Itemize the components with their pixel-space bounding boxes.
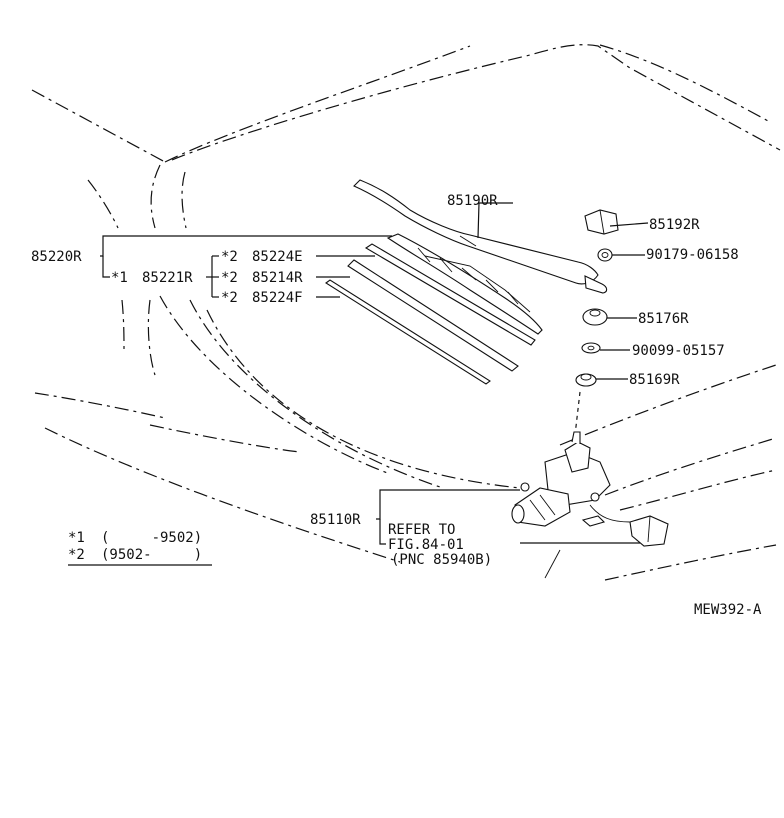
label-85190R: 85190R xyxy=(447,193,498,209)
refer-line-3: (PNC 85940B) xyxy=(391,552,492,568)
label-90099-05157: 90099-05157 xyxy=(632,343,725,359)
label-85224F: 85224F xyxy=(252,290,303,306)
label-85224E: 85224E xyxy=(252,249,303,265)
refer-line-2: FIG.84-01 xyxy=(388,537,464,553)
wiper-arm-part xyxy=(353,179,608,294)
label-85169R: 85169R xyxy=(629,372,680,388)
bushing-part xyxy=(582,308,608,326)
label-85221R: 85221R xyxy=(142,270,193,286)
washer-part xyxy=(581,342,601,354)
label-85176R: 85176R xyxy=(638,311,689,327)
label-85220R: 85220R xyxy=(31,249,82,265)
label-85110R: 85110R xyxy=(310,512,361,528)
mark-star2-b: *2 xyxy=(221,270,238,286)
label-90179-06158: 90179-06158 xyxy=(646,247,739,263)
mark-star1: *1 xyxy=(111,270,128,286)
wiper-blade-part xyxy=(386,233,543,335)
legend-range-2: (9502- ) xyxy=(101,547,202,563)
legend: *1 ( -9502) *2 (9502- ) xyxy=(68,530,212,566)
cap-part xyxy=(584,209,619,235)
wiper-motor-part xyxy=(511,431,669,547)
drawing-code: MEW392-A xyxy=(694,602,762,618)
label-85214R: 85214R xyxy=(252,270,303,286)
mark-star2-a: *2 xyxy=(221,249,238,265)
mark-star2-c: *2 xyxy=(221,290,238,306)
legend-range-1: ( -9502) xyxy=(101,530,202,546)
legend-mark-2: *2 xyxy=(68,547,85,563)
label-85192R: 85192R xyxy=(649,217,700,233)
legend-mark-1: *1 xyxy=(68,530,85,546)
blade-rubber-parts xyxy=(325,243,536,385)
refer-line-1: REFER TO xyxy=(388,522,455,538)
body-outline xyxy=(31,44,781,581)
nut-part xyxy=(597,248,613,262)
leader-lines xyxy=(100,202,649,545)
grommet-part xyxy=(574,373,597,436)
